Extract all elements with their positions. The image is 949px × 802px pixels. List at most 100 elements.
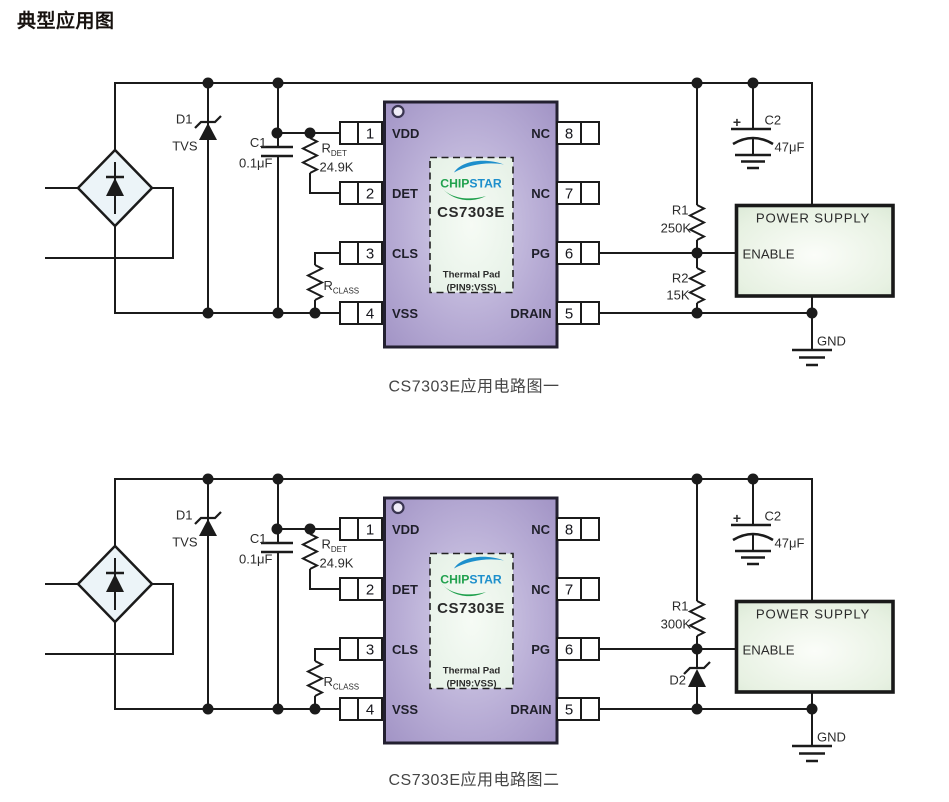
c1-plates <box>261 145 293 158</box>
pin-7-name: NC <box>531 582 550 597</box>
capacitor-c2: + C2 47μF <box>731 509 804 566</box>
pin1-indicator-icon <box>391 104 405 119</box>
d2-ref-label: D2 <box>669 673 686 688</box>
junction-dots <box>202 77 818 319</box>
junction-dot <box>691 247 703 259</box>
r2-value-label: 15K <box>666 288 689 303</box>
ground-symbol: GND <box>792 730 846 763</box>
pin-4: 4 VSS <box>339 301 418 325</box>
bridge-diode-icon <box>106 178 124 196</box>
pin-2-name: DET <box>392 582 418 597</box>
circuit-2-caption: CS7303E应用电路图二 <box>389 770 560 789</box>
power-supply-title: POWER SUPPLY <box>756 607 870 622</box>
pin-3-number: 3 <box>366 246 374 263</box>
bridge-rectifier <box>76 544 154 624</box>
rclass-ref-label: RCLASS <box>324 278 360 296</box>
d2-cathode-bar <box>683 661 711 675</box>
pin-5: 5 DRAIN <box>510 697 600 721</box>
pin-6-number: 6 <box>565 642 573 659</box>
pin-6: 6 PG <box>531 241 600 265</box>
d1-ref-label: D1 <box>176 112 193 127</box>
bottom-left-rail-wire <box>114 622 340 710</box>
capacitor-c1: C1 0.1μF <box>239 531 293 567</box>
pin-5: 5 DRAIN <box>510 301 600 325</box>
chip-pins-left: 1 VDD 2 DET 3 CLS 4 VSS <box>339 517 419 721</box>
pin-1-number-box <box>357 517 383 541</box>
junction-dot <box>691 643 703 655</box>
pin-1-name: VDD <box>392 126 419 141</box>
pin-4-name: VSS <box>392 702 418 717</box>
application-circuit-1: D1 TVS C1 0.1μF RDET 24.9K RCLASS CHIP <box>45 77 895 396</box>
thermal-pad-box <box>429 552 514 690</box>
pin-4-number: 4 <box>366 702 374 719</box>
c2-polarity-label: + <box>733 114 741 130</box>
c2-polarity-label: + <box>733 510 741 526</box>
chip-part-number: CS7303E <box>437 600 505 617</box>
junction-dot <box>747 77 759 89</box>
junction-dot <box>691 307 703 319</box>
pin-8-outer-box <box>580 121 600 145</box>
c2-ground-icon <box>735 549 771 566</box>
pin-5-number: 5 <box>565 702 573 719</box>
pin-1-name: VDD <box>392 522 419 537</box>
pin-6-number: 6 <box>565 246 573 263</box>
junction-dot <box>806 307 818 319</box>
r1-ref-label: R1 <box>672 203 689 218</box>
junction-dot <box>271 127 283 139</box>
c1-ref-label: C1 <box>250 135 267 150</box>
gnd-label: GND <box>817 334 846 349</box>
rclass-ref-label: RCLASS <box>324 674 360 692</box>
junction-dot <box>691 703 703 715</box>
resistor-rdet: RDET 24.9K <box>300 533 354 571</box>
pin-3-outer-box <box>339 637 359 661</box>
d1-type-label: TVS <box>172 535 198 550</box>
pin-5-outer-box <box>580 301 600 325</box>
c2-ref-label: C2 <box>765 509 782 524</box>
ac-input-2-wire <box>45 583 174 655</box>
pin-8-number: 8 <box>565 522 573 539</box>
c2-negative-plate <box>732 532 774 542</box>
c1-value-label: 0.1μF <box>239 156 273 171</box>
pin-4-outer-box <box>339 697 359 721</box>
rdet-ref-label: RDET <box>322 537 348 555</box>
pin-5-name: DRAIN <box>510 306 551 321</box>
junction-dot <box>272 307 284 319</box>
pin-7: 7 NC <box>531 577 600 601</box>
c2-ref-label: C2 <box>765 113 782 128</box>
c1-value-label: 0.1μF <box>239 552 273 567</box>
resistor-r1: R1 250K <box>661 203 707 241</box>
pin-5-number: 5 <box>565 306 573 323</box>
junction-dot <box>272 473 284 485</box>
pin-7-outer-box <box>580 181 600 205</box>
r1-value-label: 300K <box>661 617 692 632</box>
pin-8-name: NC <box>531 126 550 141</box>
gnd-label: GND <box>817 730 846 745</box>
pin-2-number: 2 <box>366 582 374 599</box>
resistor-rdet: RDET 24.9K <box>300 137 354 175</box>
tvs-diode-d1: D1 TVS <box>172 508 222 550</box>
pin-6-outer-box <box>580 637 600 661</box>
pin-7-name: NC <box>531 186 550 201</box>
pin-1: 1 VDD <box>339 121 419 145</box>
pin-1-number: 1 <box>366 522 374 539</box>
power-supply-title: POWER SUPPLY <box>756 211 870 226</box>
rdet-ref-label: RDET <box>322 141 348 159</box>
top-rail-wire <box>114 82 813 205</box>
capacitor-c2: + C2 47μF <box>731 113 804 170</box>
pin-3-number: 3 <box>366 642 374 659</box>
pin-2-number-box <box>357 181 383 205</box>
ac-input-2-wire <box>45 187 174 259</box>
power-supply-box <box>734 599 895 694</box>
d1-cathode-bar <box>194 511 222 525</box>
d1-cathode-bar <box>194 115 222 129</box>
c1-ref-label: C1 <box>250 531 267 546</box>
power-supply-box <box>734 203 895 298</box>
pin-2: 2 DET <box>339 577 418 601</box>
chip-part-number: CS7303E <box>437 204 505 221</box>
pin-8-number: 8 <box>565 126 573 143</box>
enable-pin-label: ENABLE <box>743 643 795 658</box>
rclass-zigzag <box>305 264 325 301</box>
gnd-icon <box>792 348 832 367</box>
junction-dot <box>304 127 316 139</box>
pin-8-outer-box <box>580 517 600 541</box>
